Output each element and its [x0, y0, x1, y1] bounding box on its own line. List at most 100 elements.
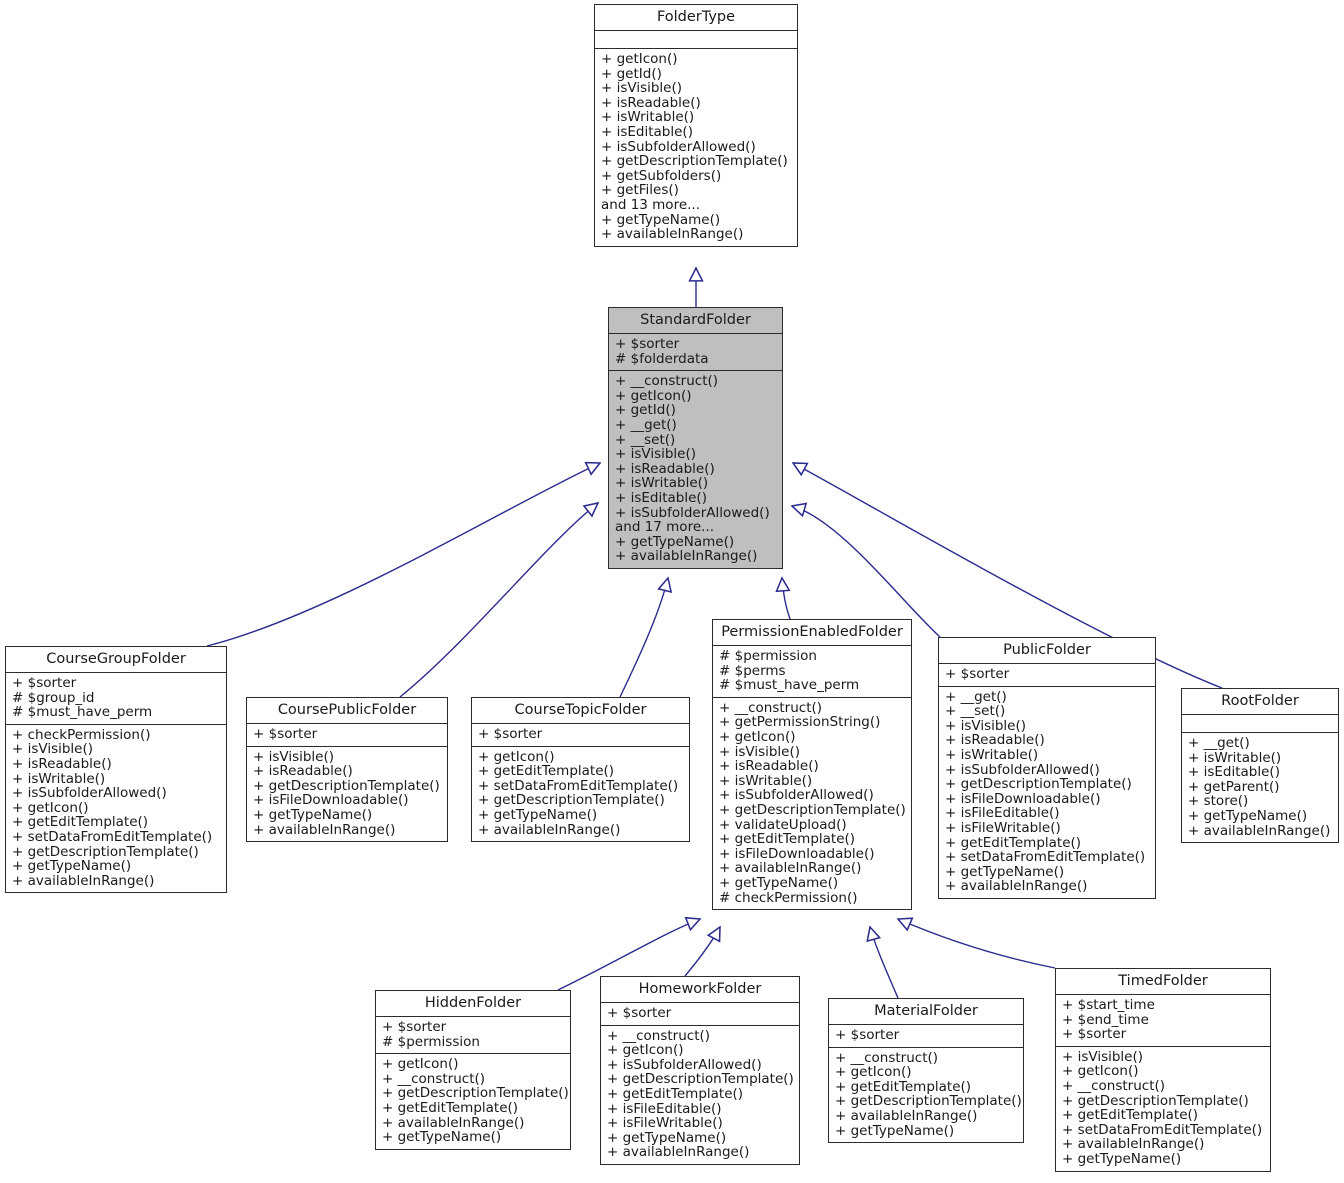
class-member-row: + getIcon() [382, 1056, 459, 1073]
methods-timed-folder: + isVisible()+ getIcon()+ __construct()+… [1056, 1047, 1270, 1171]
class-member-row: + getEditTemplate() [719, 831, 856, 848]
attributes-public-folder: + $sorter [939, 664, 1155, 687]
class-member-row: + getEditTemplate() [12, 814, 149, 831]
class-member-row: + isSubfolderAllowed() [719, 787, 874, 804]
class-member-row: + availableInRange() [253, 821, 396, 838]
class-member-row: + isEditable() [615, 489, 707, 506]
class-member-row: + getTypeName() [601, 211, 721, 228]
class-member-row: + isReadable() [253, 763, 353, 780]
attributes-material-folder: + $sorter [829, 1025, 1023, 1048]
class-box-folder-type[interactable]: FolderType + getIcon()+ getId()+ isVisib… [594, 4, 798, 247]
class-member-row: + getEditTemplate() [945, 834, 1082, 851]
class-member-row: + getSubfolders() [601, 167, 722, 184]
class-box-standard-folder[interactable]: StandardFolder + $sorter# $folderdata + … [608, 307, 783, 569]
class-member-row: + __get() [615, 416, 677, 433]
class-member-row: + getEditTemplate() [1062, 1107, 1199, 1124]
methods-root-folder: + __get()+ isWritable()+ isEditable()+ g… [1182, 733, 1338, 842]
methods-course-topic-folder: + getIcon()+ getEditTemplate()+ setDataF… [472, 747, 689, 842]
class-member-row: + availableInRange() [382, 1114, 525, 1131]
class-box-course-topic-folder[interactable]: CourseTopicFolder + $sorter + getIcon()+… [471, 697, 690, 843]
class-member-row: + $sorter [1062, 1026, 1127, 1043]
class-member-row: # $permission [382, 1033, 480, 1050]
class-member-row: + isSubfolderAllowed() [607, 1056, 762, 1073]
class-member-row: + getTypeName() [1188, 807, 1308, 824]
class-box-permission-enabled-folder[interactable]: PermissionEnabledFolder # $permission# $… [712, 619, 912, 911]
class-member-row: + getDescriptionTemplate() [719, 801, 906, 818]
class-member-row: + isSubfolderAllowed() [615, 504, 770, 521]
class-member-row: + getIcon() [1062, 1063, 1139, 1080]
edge-course-public-folder-to-standard-folder [399, 503, 598, 698]
attributes-standard-folder: + $sorter# $folderdata [609, 334, 782, 372]
class-member-row: + isFileWritable() [607, 1115, 723, 1132]
class-member-row: + getTypeName() [382, 1129, 502, 1146]
class-member-row: + getIcon() [12, 799, 89, 816]
class-member-row: + getDescriptionTemplate() [835, 1093, 1022, 1110]
edge-permission-enabled-folder-to-standard-folder [782, 578, 791, 620]
class-member-row: + isReadable() [719, 758, 819, 775]
class-member-row: + getDescriptionTemplate() [478, 792, 665, 809]
class-member-row: + getTypeName() [607, 1129, 727, 1146]
class-member-row: + isVisible() [12, 741, 94, 758]
class-member-row: + $sorter [615, 336, 680, 352]
class-member-row: + availableInRange() [945, 878, 1088, 895]
methods-homework-folder: + __construct()+ getIcon()+ isSubfolderA… [601, 1026, 799, 1164]
class-member-row: + getDescriptionTemplate() [253, 777, 440, 794]
class-member-row: + getIcon() [601, 51, 678, 67]
class-member-row: + getFiles() [601, 182, 679, 199]
class-member-row: + availableInRange() [615, 548, 758, 565]
class-member-row: + getParent() [1188, 778, 1280, 795]
class-member-row: + __construct() [1062, 1077, 1166, 1094]
attributes-root-folder [1182, 715, 1338, 733]
class-member-row: + setDataFromEditTemplate() [478, 777, 679, 794]
methods-permission-enabled-folder: + __construct()+ getPermissionString()+ … [713, 698, 911, 909]
class-box-timed-folder[interactable]: TimedFolder + $start_time+ $end_time+ $s… [1055, 968, 1271, 1172]
class-member-row: + availableInRange() [835, 1107, 978, 1124]
class-box-course-public-folder[interactable]: CoursePublicFolder + $sorter + isVisible… [246, 697, 448, 843]
class-member-row: + isReadable() [615, 460, 715, 477]
class-member-row: + setDataFromEditTemplate() [1062, 1121, 1263, 1138]
class-box-material-folder[interactable]: MaterialFolder + $sorter + __construct()… [828, 998, 1024, 1144]
class-member-row: + isWritable() [719, 772, 813, 789]
class-member-row: + isVisible() [1062, 1048, 1144, 1065]
class-title-homework-folder: HomeworkFolder [601, 977, 799, 1003]
class-box-homework-folder[interactable]: HomeworkFolder + $sorter + __construct()… [600, 976, 800, 1165]
class-member-row: + getTypeName() [615, 533, 735, 550]
class-box-hidden-folder[interactable]: HiddenFolder + $sorter# $permission + ge… [375, 990, 571, 1150]
class-member-row: and 17 more... [615, 519, 715, 536]
class-box-root-folder[interactable]: RootFolder + __get()+ isWritable()+ isEd… [1181, 688, 1339, 844]
class-member-row: + isWritable() [945, 746, 1039, 763]
class-member-row: + availableInRange() [719, 860, 862, 877]
class-title-standard-folder: StandardFolder [609, 308, 782, 334]
class-title-timed-folder: TimedFolder [1056, 969, 1270, 995]
class-title-hidden-folder: HiddenFolder [376, 991, 570, 1017]
class-member-row: + checkPermission() [12, 726, 151, 743]
class-title-root-folder: RootFolder [1182, 689, 1338, 715]
class-member-row: + getDescriptionTemplate() [1062, 1092, 1249, 1109]
class-member-row: + isWritable() [12, 770, 106, 787]
class-member-row: + getDescriptionTemplate() [945, 776, 1132, 793]
methods-folder-type: + getIcon()+ getId()+ isVisible()+ isRea… [595, 49, 797, 246]
class-box-course-group-folder[interactable]: CourseGroupFolder + $sorter# $group_id# … [5, 646, 227, 894]
methods-material-folder: + __construct()+ getIcon()+ getEditTempl… [829, 1048, 1023, 1143]
class-member-row: + getTypeName() [945, 863, 1065, 880]
class-title-folder-type: FolderType [595, 5, 797, 31]
methods-public-folder: + __get()+ __set()+ isVisible()+ isReada… [939, 687, 1155, 898]
class-box-public-folder[interactable]: PublicFolder + $sorter + __get()+ __set(… [938, 637, 1156, 899]
class-member-row: + isVisible() [601, 80, 683, 97]
class-member-row: + isReadable() [601, 94, 701, 111]
class-title-course-public-folder: CoursePublicFolder [247, 698, 447, 724]
class-member-row: + isFileEditable() [945, 805, 1060, 822]
class-member-row: + availableInRange() [601, 226, 744, 243]
class-member-row: + $sorter [607, 1005, 672, 1021]
class-member-row: and 13 more... [601, 196, 701, 213]
class-member-row: # $must_have_perm [12, 704, 153, 721]
class-member-row: + isVisible() [719, 743, 801, 760]
class-member-row: + __set() [615, 431, 676, 448]
class-member-row: + __get() [945, 688, 1007, 705]
class-member-row: + __set() [945, 703, 1006, 720]
class-member-row: + $sorter [253, 726, 318, 742]
attributes-folder-type [595, 31, 797, 49]
class-member-row: + $start_time [1062, 997, 1155, 1013]
class-member-row: + __construct() [607, 1027, 711, 1044]
